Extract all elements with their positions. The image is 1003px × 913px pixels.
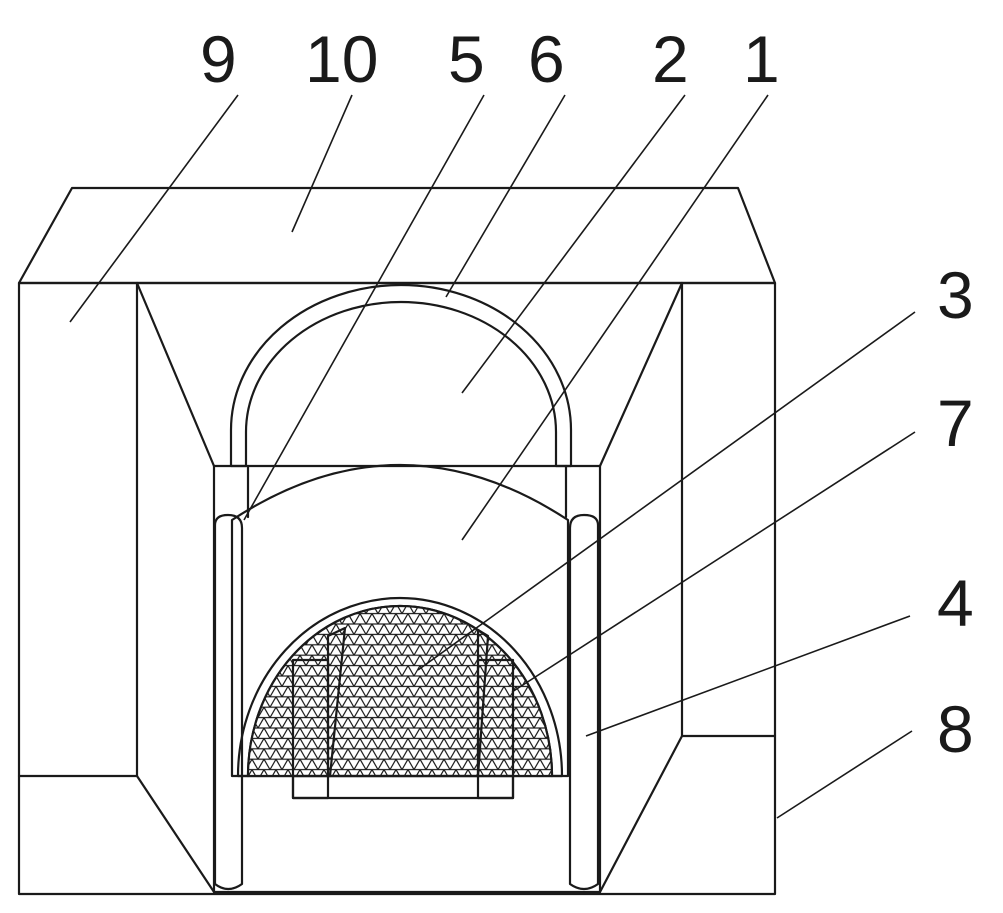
callout-5: 5 — [448, 22, 485, 96]
left-hatched-plate — [213, 513, 244, 891]
leader-lines — [69, 94, 916, 819]
callout-9: 9 — [200, 22, 237, 96]
callout-7: 7 — [937, 386, 974, 460]
callout-2: 2 — [652, 22, 689, 96]
callout-labels: 9 10 5 6 2 1 3 7 4 8 — [200, 22, 974, 766]
inner-posts — [291, 626, 515, 800]
right-hatched-plate — [568, 513, 600, 891]
left-side-block — [17, 281, 216, 894]
callout-1: 1 — [743, 22, 780, 96]
callout-3: 3 — [937, 258, 974, 332]
callout-8: 8 — [937, 692, 974, 766]
top-cap — [17, 186, 777, 285]
callout-4: 4 — [937, 566, 974, 640]
dome-body — [230, 463, 570, 778]
callout-10: 10 — [305, 22, 378, 96]
right-side-block — [598, 281, 777, 894]
outer-frame — [17, 281, 777, 896]
arch-shell — [229, 283, 573, 468]
callout-6: 6 — [528, 22, 565, 96]
